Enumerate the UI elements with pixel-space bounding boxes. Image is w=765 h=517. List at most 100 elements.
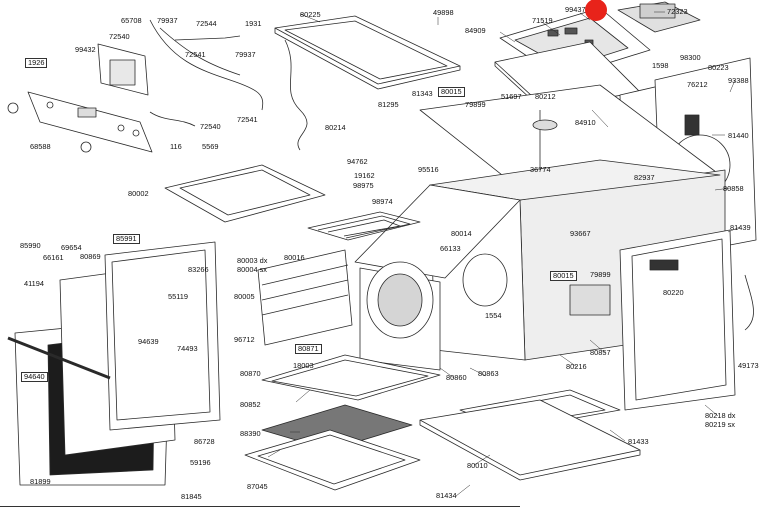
side-rack-part [257, 249, 353, 346]
part-label-98975: 98975 [353, 181, 374, 190]
part-label-80220: 80220 [663, 288, 684, 297]
part-label-80852: 80852 [240, 400, 261, 409]
part-label-36774: 36774 [530, 165, 551, 174]
part-label-81440: 81440 [728, 131, 749, 140]
part-label-80870: 80870 [240, 369, 261, 378]
part-label-80216: 80216 [566, 362, 587, 371]
part-label-81899: 81899 [30, 477, 51, 486]
part-label-81295: 81295 [378, 100, 399, 109]
part-label-72323: 72323 [667, 7, 688, 16]
part-label-99432: 99432 [75, 45, 96, 54]
knob-part [7, 102, 19, 114]
part-label-55119: 55119 [168, 292, 189, 301]
part-label-81434: 81434 [436, 491, 457, 500]
part-label-94762: 94762 [347, 157, 368, 166]
part-label-93388: 93388 [728, 76, 749, 85]
part-label-80212: 80212 [535, 92, 556, 101]
part-label-80014: 80014 [451, 229, 472, 238]
part-label-116: 116 [170, 142, 182, 151]
part-label-80223: 80223 [708, 63, 729, 72]
part-label-80869: 80869 [80, 252, 101, 261]
wire-shelf [261, 354, 441, 401]
part-label-79937-mid: 79937 [235, 50, 256, 59]
part-label-80218: 80218 dx [705, 411, 736, 420]
highlight-marker [585, 0, 607, 21]
part-label-49173: 49173 [738, 361, 759, 370]
part-label-1931: 1931 [245, 19, 262, 28]
part-label-80863: 80863 [478, 369, 499, 378]
part-label-5569: 5569 [202, 142, 219, 151]
part-label-80010: 80010 [467, 461, 488, 470]
part-label-94640: 94640 [21, 372, 48, 382]
part-label-87045: 87045 [247, 482, 268, 491]
part-label-80016: 80016 [284, 253, 305, 262]
part-label-59196: 59196 [190, 458, 211, 467]
part-label-98300: 98300 [680, 53, 701, 62]
part-label-1554: 1554 [485, 311, 502, 320]
part-label-80003: 80003 dx [237, 256, 268, 265]
wiring-harness [149, 19, 308, 151]
part-label-74493: 74493 [177, 344, 198, 353]
part-label-80857: 80857 [590, 348, 611, 357]
part-label-85990: 85990 [20, 241, 41, 250]
part-label-81343: 81343 [412, 89, 433, 98]
part-label-72540-top: 72540 [109, 32, 130, 41]
part-label-66161: 66161 [43, 253, 64, 262]
part-label-84910: 84910 [575, 118, 596, 127]
part-label-86728: 86728 [194, 437, 215, 446]
part-label-80214: 80214 [325, 123, 346, 132]
part-label-51697: 51697 [501, 92, 522, 101]
part-label-80871: 80871 [295, 344, 322, 354]
part-label-69654: 69654 [61, 243, 82, 252]
base-plate [419, 399, 641, 481]
part-label-93667: 93667 [570, 229, 591, 238]
grill-element [307, 211, 421, 241]
part-label-81439: 81439 [730, 223, 751, 232]
part-label-85991: 85991 [113, 234, 140, 244]
part-label-41194: 41194 [24, 279, 45, 288]
part-label-72541-low: 72541 [237, 115, 258, 124]
part-label-88390: 88390 [240, 429, 261, 438]
part-label-72540-low: 72540 [200, 122, 221, 131]
part-label-99437: 99437 [565, 5, 586, 14]
part-label-1926: 1926 [25, 58, 48, 68]
part-label-80219: 80219 sx [705, 420, 735, 429]
oven-door [7, 241, 221, 486]
part-label-94639: 94639 [138, 337, 159, 346]
knob-part-2 [80, 141, 92, 153]
part-label-68588: 68588 [30, 142, 51, 151]
part-label-80015-mid: 80015 [550, 271, 577, 281]
part-label-80858: 80858 [723, 184, 744, 193]
tray-part [164, 164, 326, 223]
part-label-80225: 80225 [300, 10, 321, 19]
part-label-72541-top: 72541 [185, 50, 206, 59]
part-label-79937-top: 79937 [157, 16, 178, 25]
control-panel-part [27, 43, 153, 153]
part-label-96712: 96712 [234, 335, 255, 344]
part-label-80004: 80004 sx [237, 265, 267, 274]
part-label-49898: 49898 [433, 8, 454, 17]
part-label-80002: 80002 [128, 189, 149, 198]
part-label-18003: 18003 [293, 361, 314, 370]
part-label-1598: 1598 [652, 61, 669, 70]
part-label-19162: 19162 [354, 171, 375, 180]
part-label-65708: 65708 [121, 16, 142, 25]
part-label-66133: 66133 [440, 244, 461, 253]
part-label-81433: 81433 [628, 437, 649, 446]
title-block-strip [0, 506, 520, 513]
part-label-98974: 98974 [372, 197, 393, 206]
part-label-82937: 82937 [634, 173, 655, 182]
leader-lines [267, 11, 741, 497]
part-label-84909: 84909 [465, 26, 486, 35]
part-label-80015-top: 80015 [438, 87, 465, 97]
part-label-80860: 80860 [446, 373, 467, 382]
part-label-95516: 95516 [418, 165, 439, 174]
part-label-83266: 83266 [188, 265, 209, 274]
top-frame-part [274, 15, 461, 90]
side-panel [619, 229, 736, 411]
part-label-79899-top: 79899 [465, 100, 486, 109]
power-cable [744, 274, 754, 331]
oven-cavity [354, 184, 521, 371]
